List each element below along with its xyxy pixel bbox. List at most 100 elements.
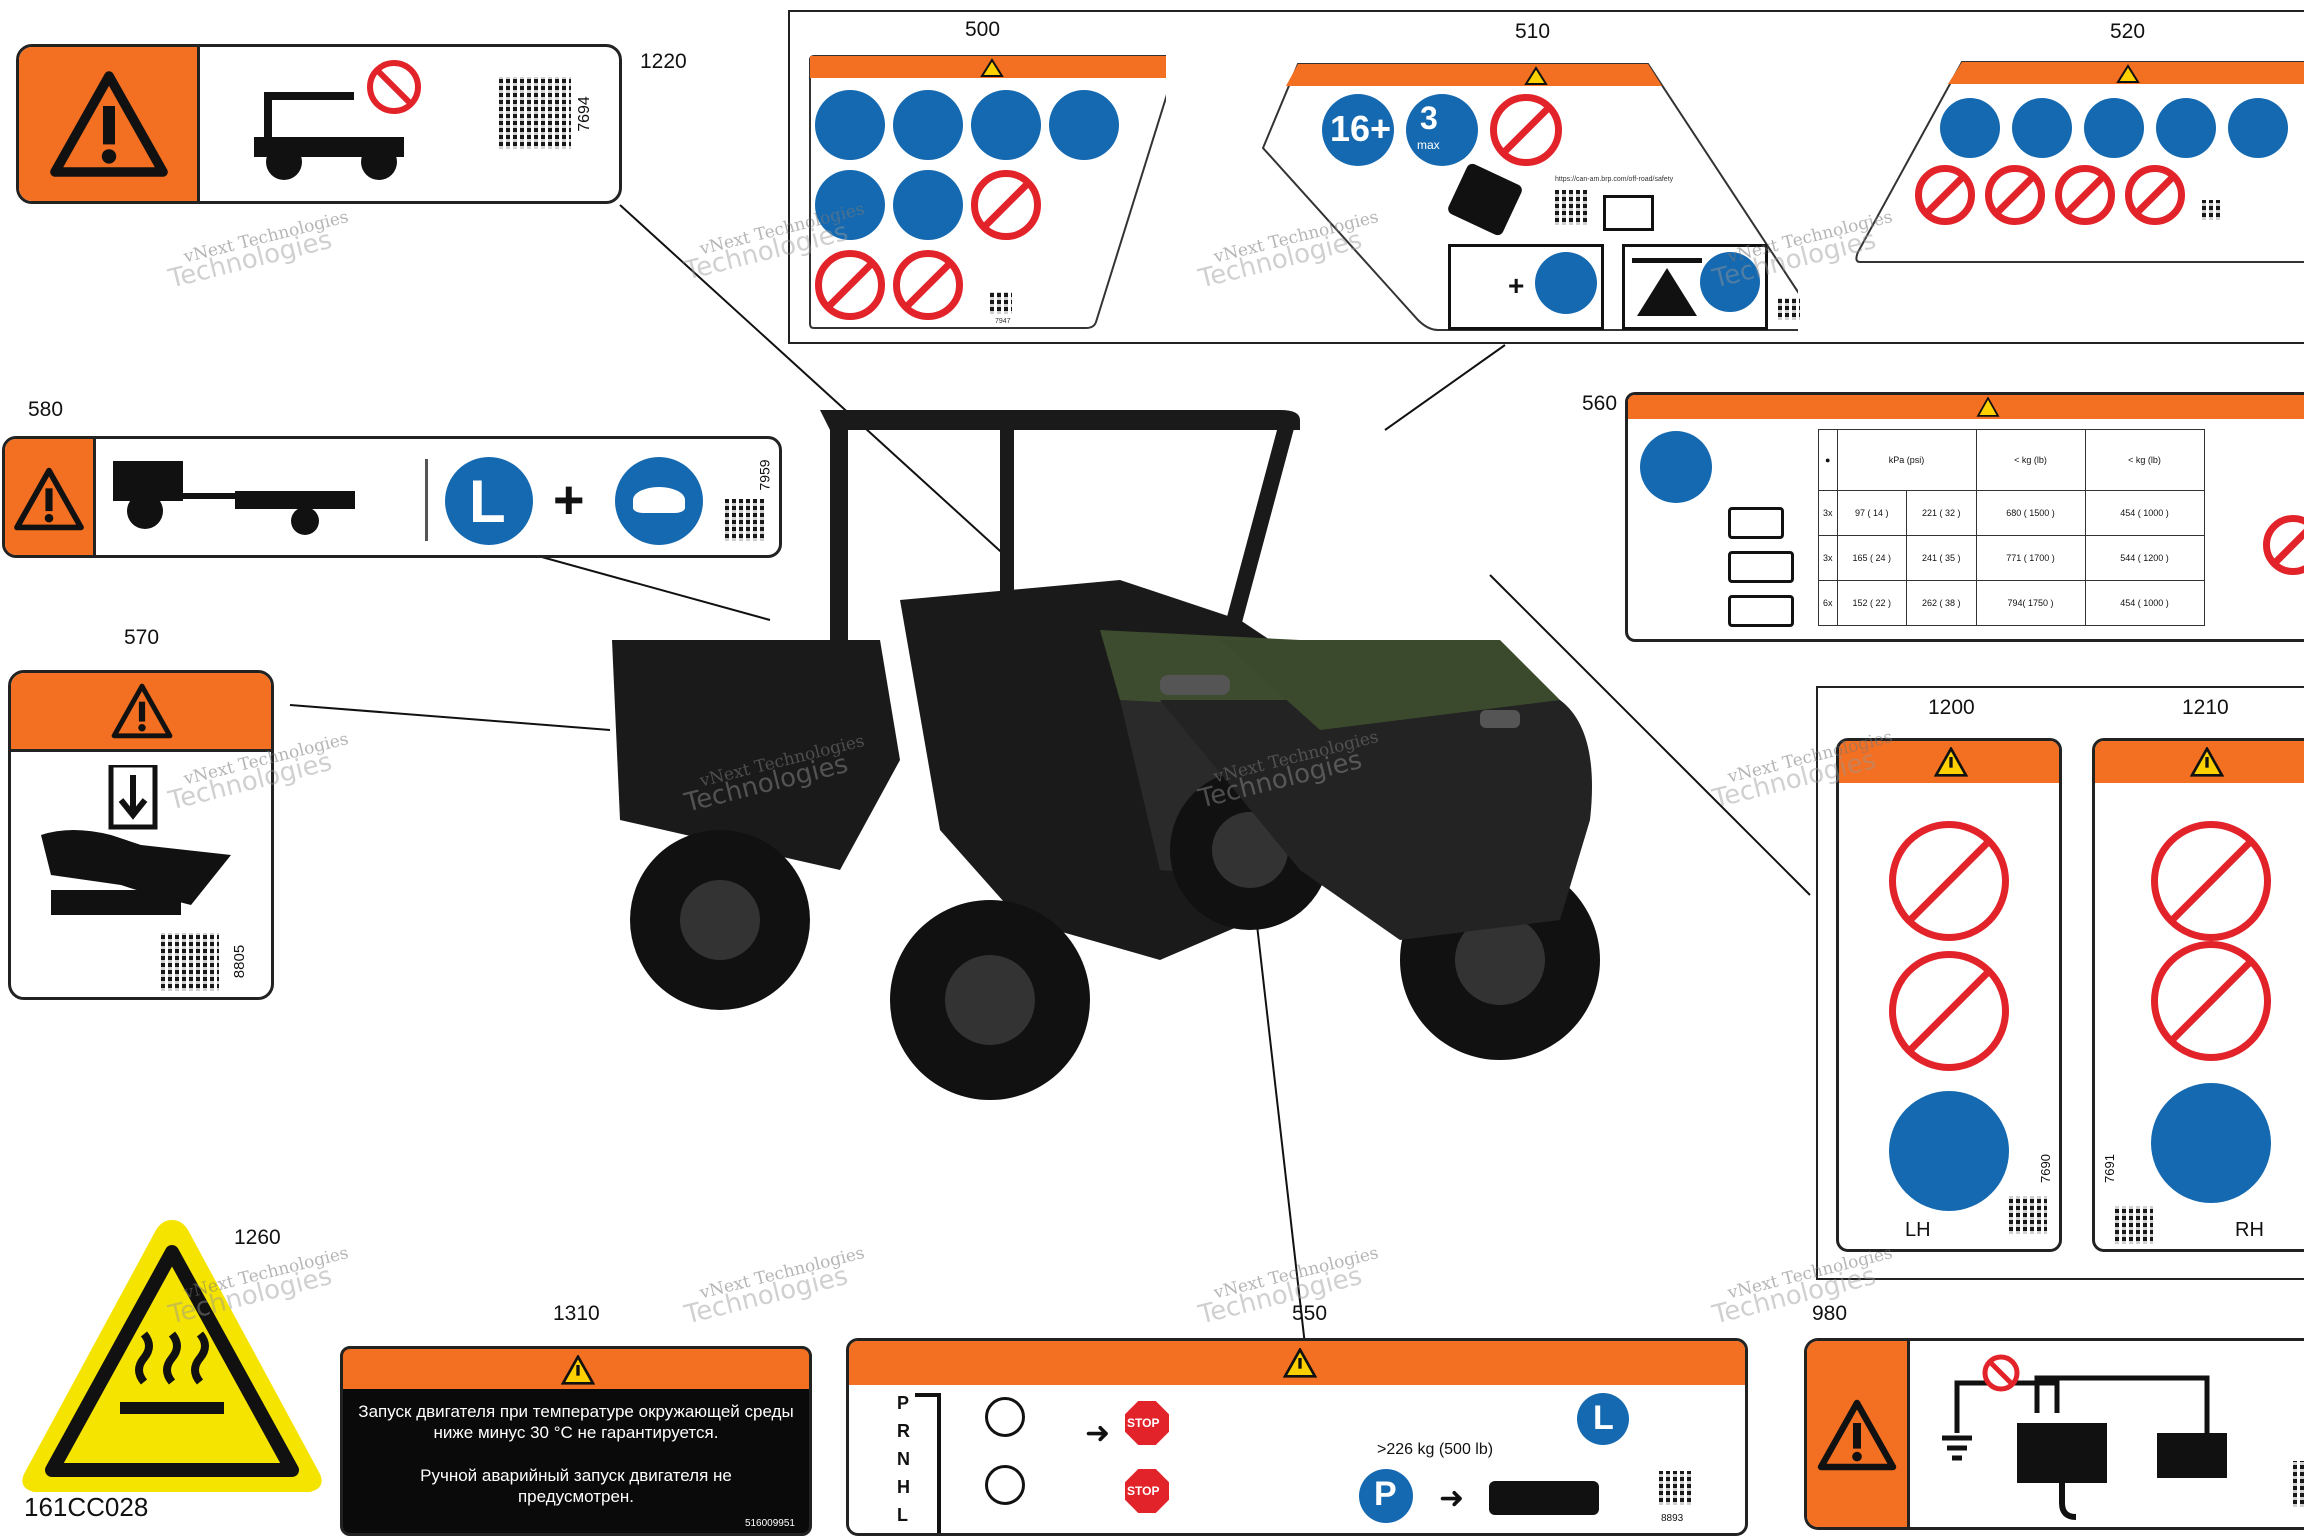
read-manual-icon	[815, 90, 885, 160]
no-arms-out-icon	[971, 170, 1041, 240]
plus-510: +	[1508, 270, 1525, 301]
leader-1220	[619, 204, 1011, 561]
plus-580: +	[553, 470, 585, 530]
helmet-icon	[893, 90, 963, 160]
header-tow: < kg (lb)	[2084, 429, 2205, 491]
low-range-letter: L	[1593, 1399, 1614, 1437]
handle-520-icon	[2228, 98, 2288, 158]
arrow-1: ➜	[1085, 1417, 1111, 1450]
table-row: 3x 97 ( 14 ) 221 ( 32 ) 680 ( 1500 ) 454…	[1818, 490, 2205, 536]
code-1310: 516009951	[744, 1518, 795, 1529]
stop-sign-icon	[1125, 1469, 1169, 1513]
turtle-icon	[1535, 252, 1597, 314]
code-550: 8893	[1661, 1513, 1684, 1524]
datamatrix-580	[725, 499, 767, 541]
code-570: 8805	[231, 944, 249, 979]
gear-p: P	[897, 1393, 910, 1413]
age-text: 16+	[1330, 108, 1392, 149]
ref-550: 550	[1292, 1302, 1328, 1325]
table-row: 3x 165 ( 24 ) 241 ( 35 ) 771 ( 1700 ) 54…	[1818, 535, 2205, 581]
datamatrix-code	[499, 77, 571, 149]
leader-510	[1384, 344, 1506, 431]
datamatrix-1200	[2009, 1196, 2047, 1234]
gear-selector: P R N H L	[897, 1393, 917, 1533]
park-letter: P	[1374, 1475, 1397, 1513]
label-code: 7694	[575, 96, 593, 132]
low-range-letter: L	[469, 468, 506, 535]
code-1210: 7691	[2101, 1154, 2117, 1183]
read-manual-510-icon	[1700, 252, 1760, 312]
label-1220: 7694	[16, 44, 622, 204]
side-net-icon	[2151, 1083, 2271, 1203]
label-570: 8805	[8, 670, 274, 1000]
slope-panel	[1448, 244, 1604, 330]
stop-text: STOP	[1127, 1416, 1160, 1430]
warning-small-icon	[2190, 747, 2224, 777]
turtle-shape	[633, 487, 685, 513]
ref-980: 980	[1812, 1302, 1848, 1325]
net-icon	[1049, 90, 1119, 160]
side-label: RH	[2235, 1219, 2264, 1241]
ref-1200: 1200	[1928, 696, 1975, 719]
ref-580: 580	[28, 398, 64, 421]
low-range-icon	[445, 457, 533, 545]
gear-n: N	[897, 1449, 910, 1469]
ref-1220: 1220	[640, 50, 687, 73]
max-occupants-icon	[1406, 94, 1478, 166]
label-550: P R N H L ➜ STOP STOP >226 kg (500 lb) L…	[846, 1338, 1748, 1536]
ref-560: 560	[1582, 392, 1618, 415]
warning-panel-580	[5, 439, 96, 555]
side-label: LH	[1905, 1219, 1931, 1241]
warning-panel	[19, 47, 200, 201]
stop-text: STOP	[1127, 1484, 1160, 1498]
stop-sign-icon	[1125, 1401, 1169, 1445]
warning-small-icon	[561, 1355, 595, 1385]
max-number: 3	[1420, 100, 1438, 136]
datamatrix-1210	[2115, 1206, 2153, 1244]
read-manual-560-icon	[1640, 431, 1712, 503]
vehicle-exit-icon	[1489, 1481, 1599, 1515]
incline-icon	[1632, 258, 1702, 316]
datamatrix-550	[1659, 1471, 1693, 1505]
header-pressure: kPa (psi)	[1836, 429, 1977, 491]
ref-520: 520	[2110, 20, 2146, 43]
hold-handle-icon	[893, 170, 963, 240]
qr-code-510	[1555, 190, 1590, 225]
no-alcohol-520-icon	[1985, 165, 2045, 225]
no-ejection-icon	[2151, 821, 2271, 941]
incline-panel	[1622, 244, 1768, 330]
datamatrix-520	[2202, 200, 2222, 220]
datamatrix-980	[2293, 1461, 2304, 1507]
figure-id: 161CC028	[24, 1492, 149, 1522]
low-range-icon	[1577, 1393, 1629, 1445]
no-passenger-520-icon	[2055, 165, 2115, 225]
no-ejection-icon	[1889, 821, 2009, 941]
url-text: https://can-am.brp.com/off-road/safety	[1555, 176, 1674, 183]
datamatrix-500	[990, 292, 1012, 314]
towing-trailer-icon	[113, 461, 355, 535]
no-arm-out-icon	[2151, 941, 2271, 1061]
notice-text-2: Ручной аварийный запуск двигателя не пре…	[420, 1466, 732, 1506]
ref-500: 500	[965, 18, 1001, 41]
hot-surface-label	[22, 1220, 322, 1492]
vehicle-bed-icon	[1728, 551, 1794, 583]
header-load: < kg (lb)	[1975, 429, 2086, 491]
datamatrix-510	[1778, 298, 1800, 320]
warning-small-icon	[1283, 1348, 1317, 1378]
ref-1210: 1210	[2182, 696, 2229, 719]
seatbelt-520-icon	[2084, 98, 2144, 158]
video-icon	[1603, 195, 1654, 231]
warning-panel-980	[1807, 1341, 1910, 1527]
no-passenger-icon	[893, 250, 963, 320]
warning-triangle-icon	[1817, 1399, 1897, 1471]
no-cargo-icon	[1490, 94, 1562, 166]
separator	[425, 459, 428, 541]
vehicle-2seat-icon	[1728, 507, 1784, 539]
helmet-520-icon	[1940, 98, 2000, 158]
spec-table: ● kPa (psi) < kg (lb) < kg (lb) 3x 97 ( …	[1818, 429, 2205, 626]
side-net-icon	[1889, 1091, 2009, 1211]
label-980	[1804, 1338, 2304, 1530]
warning-triangle-icon	[50, 71, 168, 177]
net-520-icon	[2156, 98, 2216, 158]
grab-handle-panel	[1816, 686, 2304, 1280]
